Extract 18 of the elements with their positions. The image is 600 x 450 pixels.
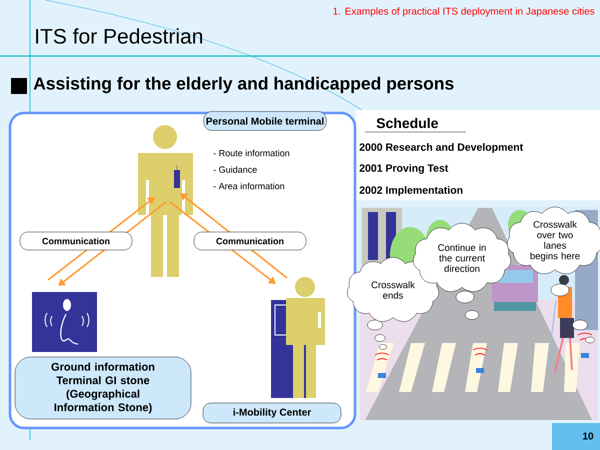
terminal-label: Personal Mobile terminal	[204, 111, 326, 131]
section-subtitle: 1. Examples of practical ITS deployment in Japanese cities	[333, 7, 594, 17]
edge-label: Communication	[194, 232, 306, 250]
info-item: - Route information	[214, 150, 290, 156]
schedule-item: 2002 Implementation	[360, 186, 462, 196]
terminal-label: Ground information Terminal GI stone (Geographical Information Stone)	[14, 356, 192, 420]
thought-bubble: Crosswalk over two lanes begins here	[507, 206, 600, 344]
page-number: 10	[583, 432, 594, 440]
section-heading: Assisting for the elderly and handicapped persons	[34, 76, 454, 94]
schedule-heading: Schedule	[376, 118, 438, 128]
info-item: - Area information	[214, 182, 284, 190]
info-item: - Guidance	[214, 166, 257, 173]
schedule-item: 2000 Research and Development	[360, 143, 524, 153]
schedule-item: 2001 Proving Test	[360, 164, 448, 174]
edge-label: Communication	[20, 232, 132, 250]
thought-bubble: Crosswalk ends	[347, 257, 439, 350]
center-label: i-Mobility Center	[202, 402, 342, 424]
slide-title: ITS for Pedestrian	[36, 28, 202, 44]
